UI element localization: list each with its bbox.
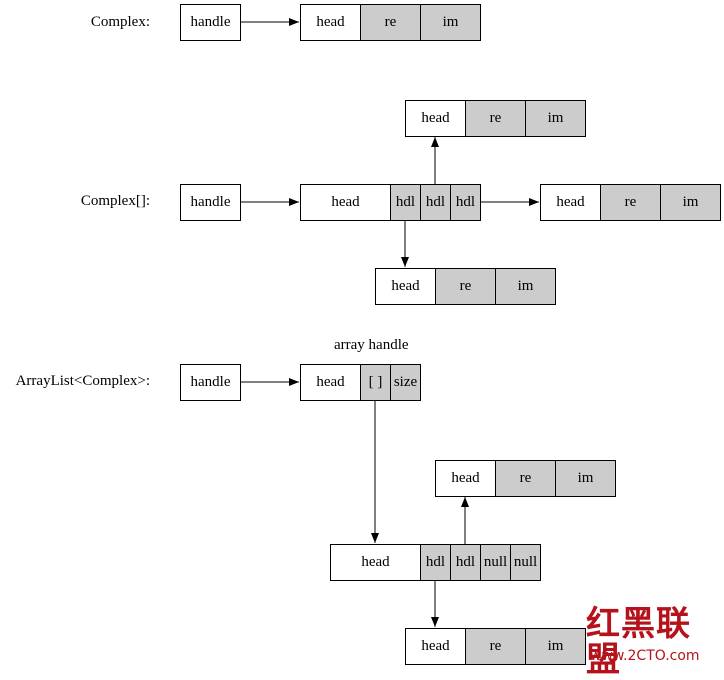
arraylist-array-field: [ ] [360, 364, 391, 401]
array-top-object-re: re [465, 100, 526, 137]
array-right-object-head: head [540, 184, 601, 221]
list-top-object-head: head [435, 460, 496, 497]
complex-array-handle-box: handle [180, 184, 241, 221]
array-bottom-object-re: re [435, 268, 496, 305]
complex-array-hdl-1: hdl [390, 184, 421, 221]
arraylist-handle-box: handle [180, 364, 241, 401]
complex-array-hdl-2: hdl [420, 184, 451, 221]
array-right-object-im: im [660, 184, 721, 221]
watermark-logo: 红黑联盟 [586, 604, 691, 680]
complex-array-label: Complex[]: [80, 193, 150, 209]
list-bottom-object-head: head [405, 628, 466, 665]
complex-handle-box: handle [180, 4, 241, 41]
complex-object-re: re [360, 4, 421, 41]
array-right-object-re: re [600, 184, 661, 221]
array-bottom-object-head: head [375, 268, 436, 305]
arraylist-object-head: head [300, 364, 361, 401]
array-bottom-object-im: im [495, 268, 556, 305]
list-array-hdl-1: hdl [420, 544, 451, 581]
arraylist-size-field: size [390, 364, 421, 401]
complex-array-hdl-3: hdl [450, 184, 481, 221]
list-array-null-2: null [510, 544, 541, 581]
list-array-null-1: null [480, 544, 511, 581]
list-top-object-re: re [495, 460, 556, 497]
array-top-object-head: head [405, 100, 466, 137]
complex-label: Complex: [90, 14, 150, 30]
list-array-hdl-2: hdl [450, 544, 481, 581]
list-bottom-object-im: im [525, 628, 586, 665]
complex-object-im: im [420, 4, 481, 41]
complex-object-head: head [300, 4, 361, 41]
complex-array-head: head [300, 184, 391, 221]
array-top-object-im: im [525, 100, 586, 137]
list-top-object-im: im [555, 460, 616, 497]
list-array-head: head [330, 544, 421, 581]
array-handle-annotation: array handle [334, 337, 409, 353]
arraylist-label: ArrayList<Complex>: [15, 373, 150, 389]
watermark-site: www.2CTO.com [590, 648, 700, 664]
list-bottom-object-re: re [465, 628, 526, 665]
